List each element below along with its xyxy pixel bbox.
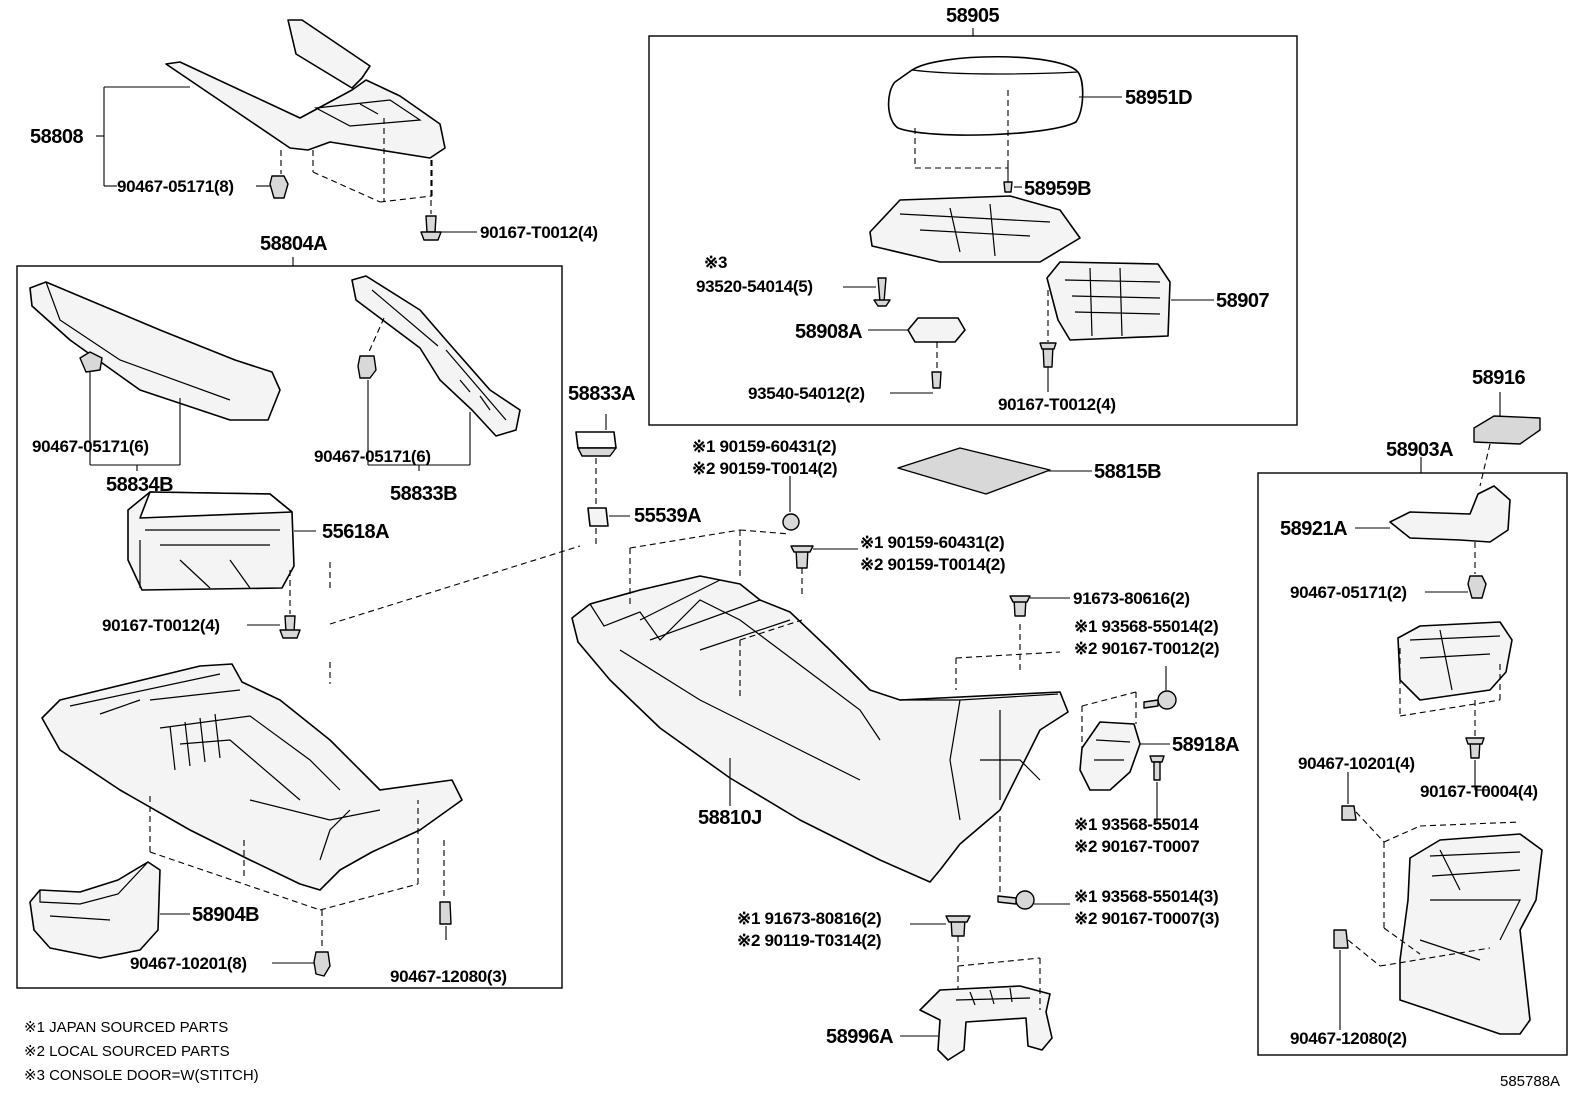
label-58959B: 58959B xyxy=(1024,178,1091,200)
label-58905: 58905 xyxy=(946,5,999,27)
label-90467-05171-2: 90467-05171(2) xyxy=(1290,583,1407,602)
trim-58921A xyxy=(1389,485,1511,543)
label-58808: 58808 xyxy=(30,126,83,148)
bracket-58918A xyxy=(1079,721,1141,791)
label-58916: 58916 xyxy=(1472,367,1525,389)
label-58951D: 58951D xyxy=(1125,87,1192,109)
label-58918A: 58918A xyxy=(1172,734,1239,756)
label-93568-b2: ※2 90167-T0007 xyxy=(1074,837,1199,856)
tray-58903A xyxy=(1397,621,1513,701)
label-90467-10201-4: 90467-10201(4) xyxy=(1298,754,1415,773)
trim-panel-58808-upper xyxy=(287,19,371,89)
label-note3: ※3 xyxy=(704,253,727,272)
label-93568-c2: ※2 90167-T0007(3) xyxy=(1074,909,1219,928)
label-58903A: 58903A xyxy=(1386,439,1453,461)
mat-58815B xyxy=(897,447,1051,495)
label-93568-c1: ※1 93568-55014(3) xyxy=(1074,887,1218,906)
label-58815B: 58815B xyxy=(1094,461,1161,483)
bracket-58833B xyxy=(351,275,521,437)
label-90159-a1: ※1 90159-60431(2) xyxy=(692,437,836,456)
label-90467-10201-8: 90467-10201(8) xyxy=(130,954,247,973)
label-58833B: 58833B xyxy=(390,483,457,505)
label-58996A: 58996A xyxy=(826,1026,893,1048)
label-90467-05171-8: 90467-05171(8) xyxy=(117,177,234,196)
label-93568-a2: ※2 90167-T0012(2) xyxy=(1074,639,1219,658)
label-90159-b2: ※2 90159-T0014(2) xyxy=(860,555,1005,574)
label-93540: 93540-54012(2) xyxy=(748,384,865,403)
part-labels: 58905 58951D 58959B ※3 93520-54014(5) 58… xyxy=(24,5,1560,1090)
label-90167-T0004-4: 90167-T0004(4) xyxy=(1420,782,1538,801)
lower-cover-58903A xyxy=(1399,833,1543,1035)
footnote-console-door: ※3 CONSOLE DOOR=W(STITCH) xyxy=(24,1067,259,1084)
label-93568-a1: ※1 93568-55014(2) xyxy=(1074,617,1218,636)
label-90167-T0012-a: 90167-T0012(4) xyxy=(480,223,598,242)
console-body-58810J xyxy=(571,575,1069,883)
label-91673-80816-1: ※1 91673-80816(2) xyxy=(737,909,881,928)
label-90167-T0012-b: 90167-T0012(4) xyxy=(998,395,1116,414)
plug-55539A xyxy=(587,507,609,527)
label-90167-T0012-c: 90167-T0012(4) xyxy=(102,616,220,635)
box-58903A xyxy=(1257,472,1568,1056)
label-90159-b1: ※1 90159-60431(2) xyxy=(860,533,1004,552)
label-93520: 93520-54014(5) xyxy=(696,277,813,296)
box-58804A xyxy=(16,265,563,989)
label-58833A: 58833A xyxy=(568,383,635,405)
label-90467-05171-6b: 90467-05171(6) xyxy=(314,447,431,466)
label-58921A: 58921A xyxy=(1280,518,1347,540)
cover-58833A xyxy=(575,431,617,449)
label-55618A: 55618A xyxy=(322,521,389,543)
label-58834B: 58834B xyxy=(106,474,173,496)
label-90467-12080-2: 90467-12080(2) xyxy=(1290,1029,1407,1048)
clip-58908A xyxy=(907,317,966,343)
lower-console-58804A xyxy=(41,663,463,891)
label-91673-80816-2: ※2 90119-T0314(2) xyxy=(737,931,881,950)
label-90159-a2: ※2 90159-T0014(2) xyxy=(692,459,837,478)
console-latch-58907 xyxy=(1046,261,1171,341)
figure-id: 585788A xyxy=(1500,1073,1560,1090)
armrest-hinge-plate xyxy=(869,195,1081,263)
label-58810J: 58810J xyxy=(698,807,762,829)
footnote-local: ※2 LOCAL SOURCED PARTS xyxy=(24,1043,230,1060)
label-93568-b1: ※1 93568-55014 xyxy=(1074,815,1199,834)
armrest-lid-58951D xyxy=(887,55,1084,136)
label-55539A: 55539A xyxy=(634,505,701,527)
label-91673-80616: 91673-80616(2) xyxy=(1073,589,1190,608)
label-58804A: 58804A xyxy=(260,233,327,255)
trim-panel-58808 xyxy=(165,61,446,159)
tray-58904B xyxy=(29,861,161,959)
label-90467-12080-3: 90467-12080(3) xyxy=(390,967,507,986)
bracket-58996A xyxy=(919,985,1053,1061)
label-58908A: 58908A xyxy=(795,321,862,343)
label-58907: 58907 xyxy=(1216,290,1269,312)
label-90467-05171-6a: 90467-05171(6) xyxy=(32,437,149,456)
label-58904B: 58904B xyxy=(192,904,259,926)
footnote-japan: ※1 JAPAN SOURCED PARTS xyxy=(24,1019,228,1036)
side-panel-58834B xyxy=(29,281,281,421)
badge-58916 xyxy=(1473,415,1541,445)
